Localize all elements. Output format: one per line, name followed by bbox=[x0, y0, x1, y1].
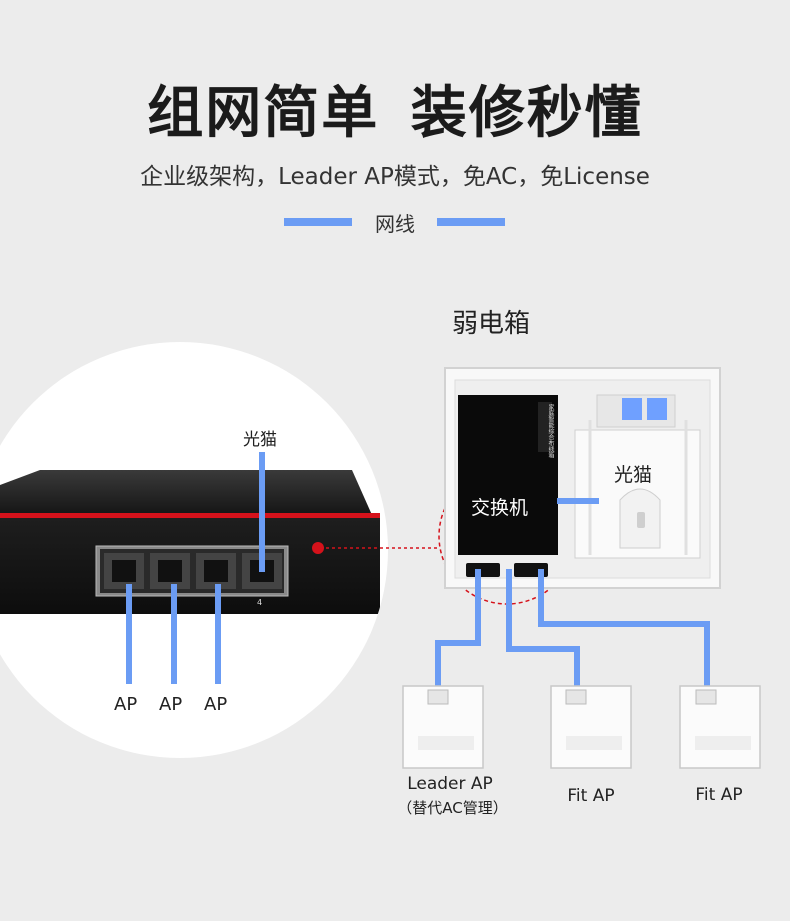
ap-caption-leader-line1: Leader AP bbox=[407, 774, 493, 794]
distribution-box bbox=[444, 367, 721, 589]
cable-to-modem bbox=[259, 452, 265, 572]
cable-ap-3 bbox=[215, 584, 221, 684]
cabinet-cables bbox=[435, 569, 710, 698]
closeup-modem-label: 光猫 bbox=[243, 430, 277, 450]
cable-ap-1 bbox=[126, 584, 132, 684]
cable-ap-2 bbox=[171, 584, 177, 684]
ap-caption-fit-1: Fit AP bbox=[567, 786, 615, 806]
cabinet-title: 弱电箱 bbox=[452, 309, 531, 339]
ap-caption-fit-2: Fit AP bbox=[695, 785, 743, 805]
ap-label-3: AP bbox=[204, 694, 228, 715]
legend-line-right bbox=[437, 218, 505, 226]
cabinet-modem bbox=[574, 394, 701, 559]
rj45-port-2 bbox=[150, 553, 190, 589]
legend-label: 网线 bbox=[375, 212, 415, 236]
page-title: 组网简单 装修秒懂 bbox=[147, 81, 643, 146]
cabinet-panel-text: 家庭智能综合布线箱 bbox=[547, 404, 554, 458]
ap-caption-leader-line2: （替代AC管理） bbox=[397, 799, 508, 817]
rj45-port-3 bbox=[196, 553, 236, 589]
ap-device-fit-2 bbox=[679, 685, 761, 769]
ap-device-fit-1 bbox=[550, 685, 632, 769]
callout-dot bbox=[312, 542, 324, 554]
cabinet-modem-label: 光猫 bbox=[614, 464, 653, 486]
page-subtitle: 企业级架构，Leader AP模式，免AC，免License bbox=[140, 164, 650, 190]
ap-label-2: AP bbox=[159, 694, 183, 715]
rj45-port-1 bbox=[104, 553, 144, 589]
ap-label-1: AP bbox=[114, 694, 138, 715]
ap-device-leader bbox=[402, 685, 484, 769]
legend-line-left bbox=[284, 218, 352, 226]
cabinet-switch-label: 交换机 bbox=[471, 497, 529, 519]
switch-closeup bbox=[0, 342, 388, 758]
port-number-label: 4 bbox=[257, 598, 263, 607]
